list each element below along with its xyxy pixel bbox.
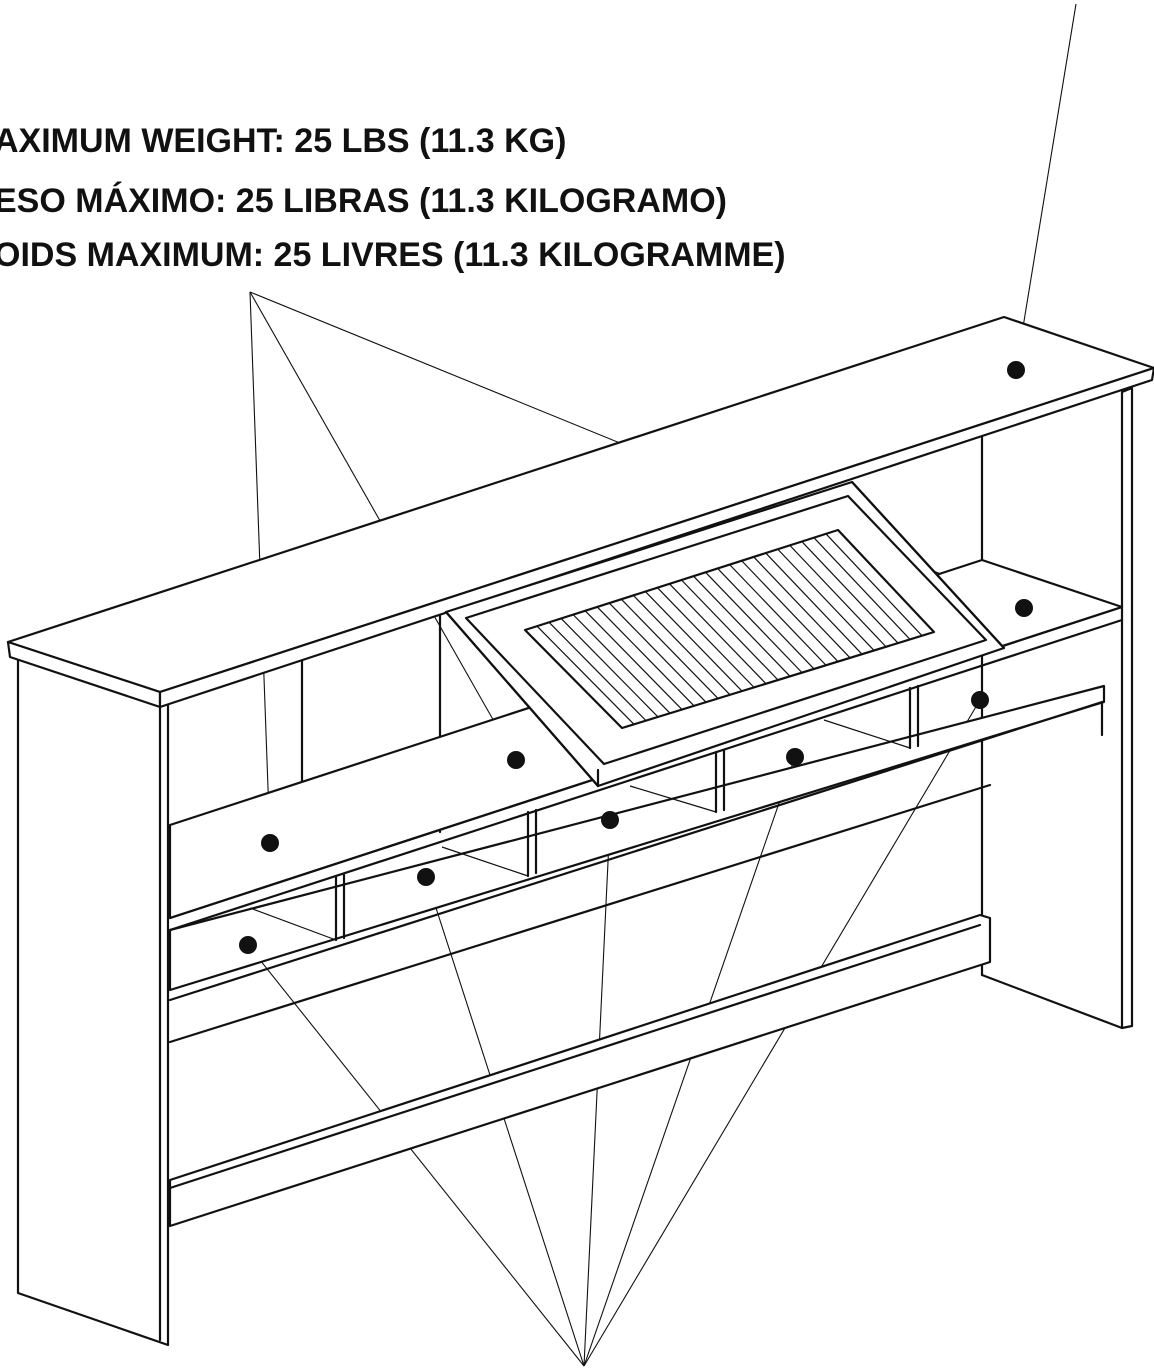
bottom-back-panel — [168, 913, 992, 1228]
hatch-line — [644, 591, 743, 692]
weight-label-french: OIDS MAXIMUM: 25 LIVRES (11.3 KILOGRAMME… — [0, 236, 786, 274]
weight-label-spanish: ESO MÁXIMO: 25 LIBRAS (11.3 KILOGRAMO) — [0, 182, 727, 220]
weight-label-english: AXIMUM WEIGHT: 25 LBS (11.3 KG) — [0, 122, 566, 160]
hatch-line — [548, 621, 647, 722]
hatch-line — [729, 564, 827, 666]
cubby-dividers — [249, 684, 920, 942]
weight-point-upper-center — [507, 751, 525, 769]
weight-point-top-shelf — [1007, 361, 1025, 379]
hatch-line — [825, 533, 923, 637]
leader-lines-bottom — [247, 699, 981, 1367]
hatch-line — [656, 587, 755, 688]
left-side-panel — [16, 653, 170, 1347]
tilted-shelf-hatching — [536, 533, 923, 725]
hatch-line — [765, 552, 863, 655]
hatch-line — [801, 541, 899, 644]
hatch-line — [584, 610, 683, 710]
weight-point-cubby-5 — [971, 691, 989, 709]
hatch-line — [789, 544, 887, 648]
weight-point-cubby-3 — [601, 811, 619, 829]
right-side-panel — [1120, 386, 1134, 1030]
hatch-line — [717, 568, 815, 670]
hatch-line — [705, 571, 803, 674]
weight-point-upper-right — [1015, 599, 1033, 617]
hatch-line — [741, 560, 839, 662]
hatch-line — [560, 618, 659, 718]
hatch-line — [693, 575, 791, 677]
hatch-line — [608, 602, 707, 703]
weight-point-cubby-2 — [417, 868, 435, 886]
hatch-line — [753, 556, 851, 659]
hatch-line — [596, 606, 695, 707]
hatch-line — [813, 537, 911, 640]
hatch-line — [620, 598, 719, 699]
hatch-line — [777, 548, 875, 651]
weight-point-upper-left — [261, 834, 279, 852]
hatch-line — [572, 614, 671, 714]
weight-point-dots — [239, 361, 1033, 954]
hatch-line — [536, 625, 635, 725]
hatch-line — [669, 583, 767, 685]
weight-point-cubby-1 — [239, 936, 257, 954]
weight-point-cubby-4 — [786, 748, 804, 766]
hatch-line — [632, 594, 731, 696]
lower-shelf — [168, 684, 1106, 992]
hatch-line — [681, 579, 779, 681]
